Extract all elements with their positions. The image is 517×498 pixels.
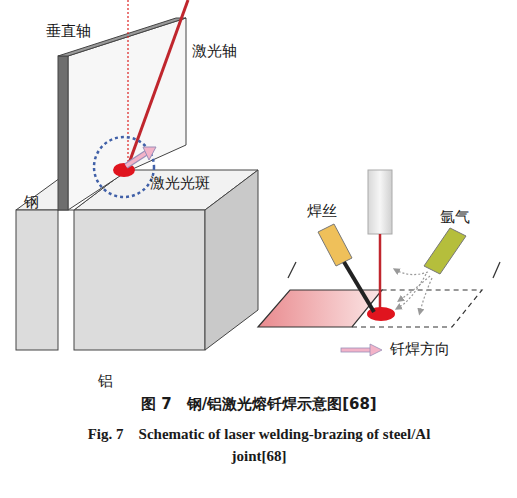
direction-arrow xyxy=(340,343,384,357)
part-label: 钢 xyxy=(24,193,39,211)
spot-circle xyxy=(94,137,154,197)
laser-head xyxy=(368,170,392,234)
figure-caption: 图 7 钢/铝激光熔钎焊示意图[68] xyxy=(141,395,377,414)
laser-beam xyxy=(379,234,382,312)
part-label: 焊丝 xyxy=(307,202,337,220)
vertical-axis xyxy=(127,0,128,165)
part-label: 氩气 xyxy=(440,208,470,226)
legend-text: 钎焊方向 xyxy=(390,340,450,359)
aluminium-blocks xyxy=(16,170,258,350)
axis-label: 激光轴 xyxy=(192,42,237,60)
gas-flow xyxy=(396,270,432,312)
argon-nozzle xyxy=(424,228,466,274)
travel-arrow xyxy=(126,147,156,166)
axis-label: 垂直轴 xyxy=(46,22,91,40)
part-label: 铝 xyxy=(98,372,113,390)
filler-wire xyxy=(318,224,374,312)
figure-caption-english: Fig. 7 Schematic of laser welding-brazin… xyxy=(78,424,440,468)
laser-axis xyxy=(128,0,188,166)
work-tray xyxy=(288,262,500,278)
part-label: 激光光斑 xyxy=(150,174,210,192)
legend-item: 钎焊方向 xyxy=(340,340,450,359)
